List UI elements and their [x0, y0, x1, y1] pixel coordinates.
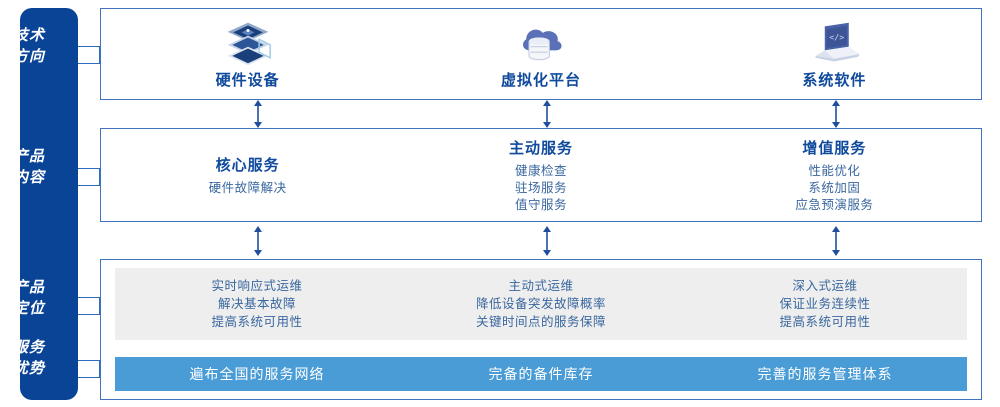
connector-line-positioning-top: [78, 297, 100, 298]
positioning-box-1: 实时响应式运维 解决基本故障 提高系统可用性: [115, 268, 399, 340]
positioning-line: 降低设备突发故障概率: [475, 297, 606, 311]
tech-label: 硬件设备: [215, 71, 280, 89]
positioning-line: 提高系统可用性: [779, 315, 871, 329]
connector-line-tech-bottom: [78, 63, 100, 64]
product-column-valueadd: 增值服务 性能优化 系统加固 应急预演服务: [688, 129, 981, 221]
tech-column-system-software: </> 系统软件: [688, 9, 981, 99]
connector-vertical-product: [99, 168, 100, 186]
tech-label: 虚拟化平台: [500, 71, 581, 89]
positioning-line: 实时响应式运维: [211, 279, 303, 293]
connector-line-advantage-top: [78, 360, 100, 361]
sidebar-label-line1: 产品: [12, 148, 45, 165]
advantage-bar-2[interactable]: 完备的备件库存: [399, 357, 683, 391]
sidebar-label-line2: 方向: [12, 48, 45, 65]
product-item: 驻场服务: [514, 180, 567, 195]
positioning-line: 关键时间点的服务保障: [475, 315, 606, 329]
positioning-line: 提高系统可用性: [211, 315, 303, 329]
svg-text:</>: </>: [830, 32, 845, 42]
advantage-bar-1[interactable]: 遍布全国的服务网络: [115, 357, 399, 391]
connector-vertical-positioning: [99, 297, 100, 315]
sidebar-label-product-content: 产品 内容: [0, 146, 58, 188]
product-item: 应急预演服务: [795, 197, 874, 212]
tech-column-virtualization: 虚拟化平台: [394, 9, 687, 99]
arrow-product-positioning-1: [254, 226, 262, 256]
tech-column-hardware: 硬件设备: [101, 9, 394, 99]
server-stack-icon: [227, 22, 271, 65]
sidebar-label-service-advantage: 服务 优势: [0, 337, 58, 379]
product-column-core: 核心服务 硬件故障解决: [101, 129, 394, 221]
product-title: 核心服务: [215, 156, 280, 174]
sidebar-label-line1: 技术: [12, 27, 45, 44]
product-title: 主动服务: [508, 139, 573, 157]
product-item: 值守服务: [514, 197, 567, 212]
tech-label: 系统软件: [802, 71, 867, 89]
connector-vertical-advantage: [99, 360, 100, 378]
connector-line-product-bottom: [78, 185, 100, 186]
positioning-line: 深入式运维: [792, 279, 858, 293]
advantage-row: 遍布全国的服务网络 完备的备件库存 完善的服务管理体系: [115, 357, 967, 391]
product-item: 性能优化: [808, 163, 861, 178]
positioning-line: 保证业务连续性: [779, 297, 871, 311]
tech-direction-section: 硬件设备 虚拟化平台 </>: [100, 8, 982, 100]
connector-line-tech-top: [78, 46, 100, 47]
category-sidebar: [20, 8, 78, 400]
advantage-bar-3[interactable]: 完善的服务管理体系: [683, 357, 967, 391]
connector-vertical-tech: [99, 46, 100, 64]
arrow-product-positioning-2: [543, 226, 551, 256]
positioning-line: 主动式运维: [508, 279, 574, 293]
sidebar-label-line2: 定位: [12, 300, 45, 317]
laptop-code-icon: </>: [815, 22, 861, 61]
arrow-tech-product-1: [254, 100, 262, 128]
arrow-product-positioning-3: [832, 226, 840, 256]
connector-line-product-top: [78, 168, 100, 169]
positioning-box-2: 主动式运维 降低设备突发故障概率 关键时间点的服务保障: [399, 268, 683, 340]
positioning-line: 解决基本故障: [217, 297, 296, 311]
product-content-section: 核心服务 硬件故障解决 主动服务 健康检查 驻场服务 值守服务 增值服务 性能优…: [100, 128, 982, 222]
connector-line-positioning-bottom: [78, 314, 100, 315]
product-item: 硬件故障解决: [208, 180, 287, 195]
sidebar-label-line1: 产品: [12, 279, 45, 296]
arrow-tech-product-3: [832, 100, 840, 128]
positioning-advantage-section: 实时响应式运维 解决基本故障 提高系统可用性 主动式运维 降低设备突发故障概率 …: [100, 259, 982, 400]
sidebar-label-line2: 内容: [12, 169, 45, 186]
positioning-row: 实时响应式运维 解决基本故障 提高系统可用性 主动式运维 降低设备突发故障概率 …: [115, 268, 967, 340]
sidebar-label-product-positioning: 产品 定位: [0, 277, 58, 319]
positioning-box-3: 深入式运维 保证业务连续性 提高系统可用性: [683, 268, 967, 340]
connector-line-advantage-bottom: [78, 377, 100, 378]
product-item: 系统加固: [808, 180, 861, 195]
sidebar-label-line2: 优势: [12, 360, 45, 377]
arrow-tech-product-2: [543, 100, 551, 128]
product-column-proactive: 主动服务 健康检查 驻场服务 值守服务: [394, 129, 687, 221]
product-item: 健康检查: [514, 163, 567, 178]
sidebar-label-tech-direction: 技术 方向: [0, 25, 58, 67]
cloud-database-icon: [522, 29, 562, 60]
sidebar-label-line1: 服务: [12, 339, 45, 356]
product-title: 增值服务: [802, 139, 867, 157]
